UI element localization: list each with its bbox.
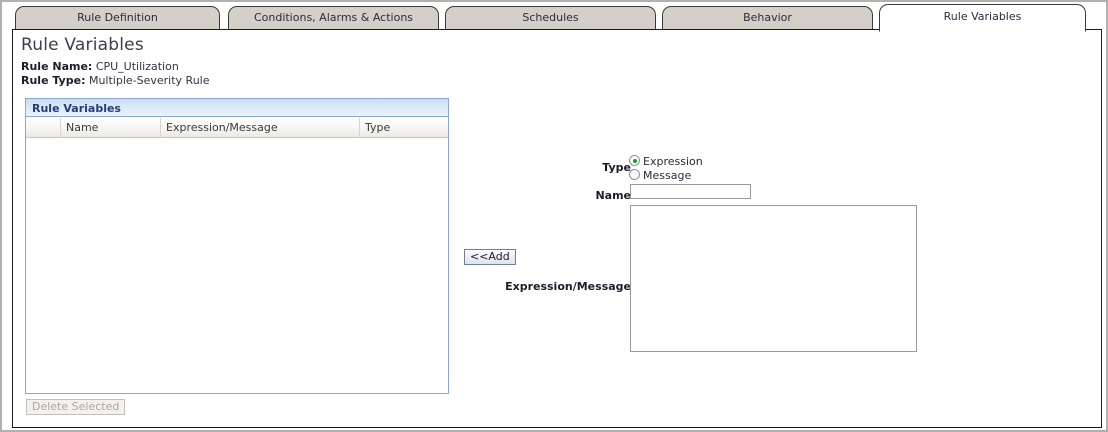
variable-detail-form: Type Expression Message Name Expression/… [453,30,1101,427]
radio-option-message[interactable]: Message [629,169,691,183]
rule-variables-table-panel: Rule Variables Name Expression/Message T… [25,98,449,394]
column-header-type[interactable]: Type [365,121,391,134]
tab-behavior[interactable]: Behavior [662,6,873,30]
tab-conditions-alarms-actions[interactable]: Conditions, Alarms & Actions [228,6,439,30]
rule-type-value: Multiple-Severity Rule [88,74,210,87]
rule-name-label: Rule Name: [21,60,93,73]
content-panel: Rule Variables Rule Name: CPU_Utilizatio… [12,29,1102,428]
type-label: Type [602,161,631,174]
column-header-name[interactable]: Name [61,118,161,138]
table-body-empty[interactable] [26,139,448,393]
column-header-expression-message[interactable]: Expression/Message [161,118,360,138]
rule-variables-panel-title: Rule Variables [32,102,121,115]
radio-expression-label: Expression [643,155,703,168]
column-header-select[interactable] [26,118,61,138]
rule-variables-panel-header: Rule Variables [26,99,448,117]
expression-message-label: Expression/Message [505,280,631,293]
name-label: Name [595,189,631,202]
tab-schedules[interactable]: Schedules [445,6,656,30]
name-input[interactable] [630,184,751,199]
rule-name-value: CPU_Utilization [95,60,179,73]
page-title: Rule Variables [21,35,144,55]
rule-name-row: Rule Name: CPU_Utilization [21,60,179,73]
expression-message-textarea[interactable] [630,205,917,352]
tab-rule-definition[interactable]: Rule Definition [15,6,220,30]
delete-selected-button[interactable]: Delete Selected [26,399,126,415]
tab-strip: Rule Definition Conditions, Alarms & Act… [2,2,1106,32]
table-column-header-row: Name Expression/Message Type [26,118,448,138]
radio-message-icon [629,169,640,180]
add-variable-button[interactable]: <<Add [464,249,516,265]
rule-type-label: Rule Type: [21,74,86,87]
radio-expression-icon [629,155,640,166]
tab-rule-variables[interactable]: Rule Variables [879,4,1086,32]
radio-option-expression[interactable]: Expression [629,155,703,169]
radio-message-label: Message [643,169,692,182]
rule-type-row: Rule Type: Multiple-Severity Rule [21,74,210,87]
